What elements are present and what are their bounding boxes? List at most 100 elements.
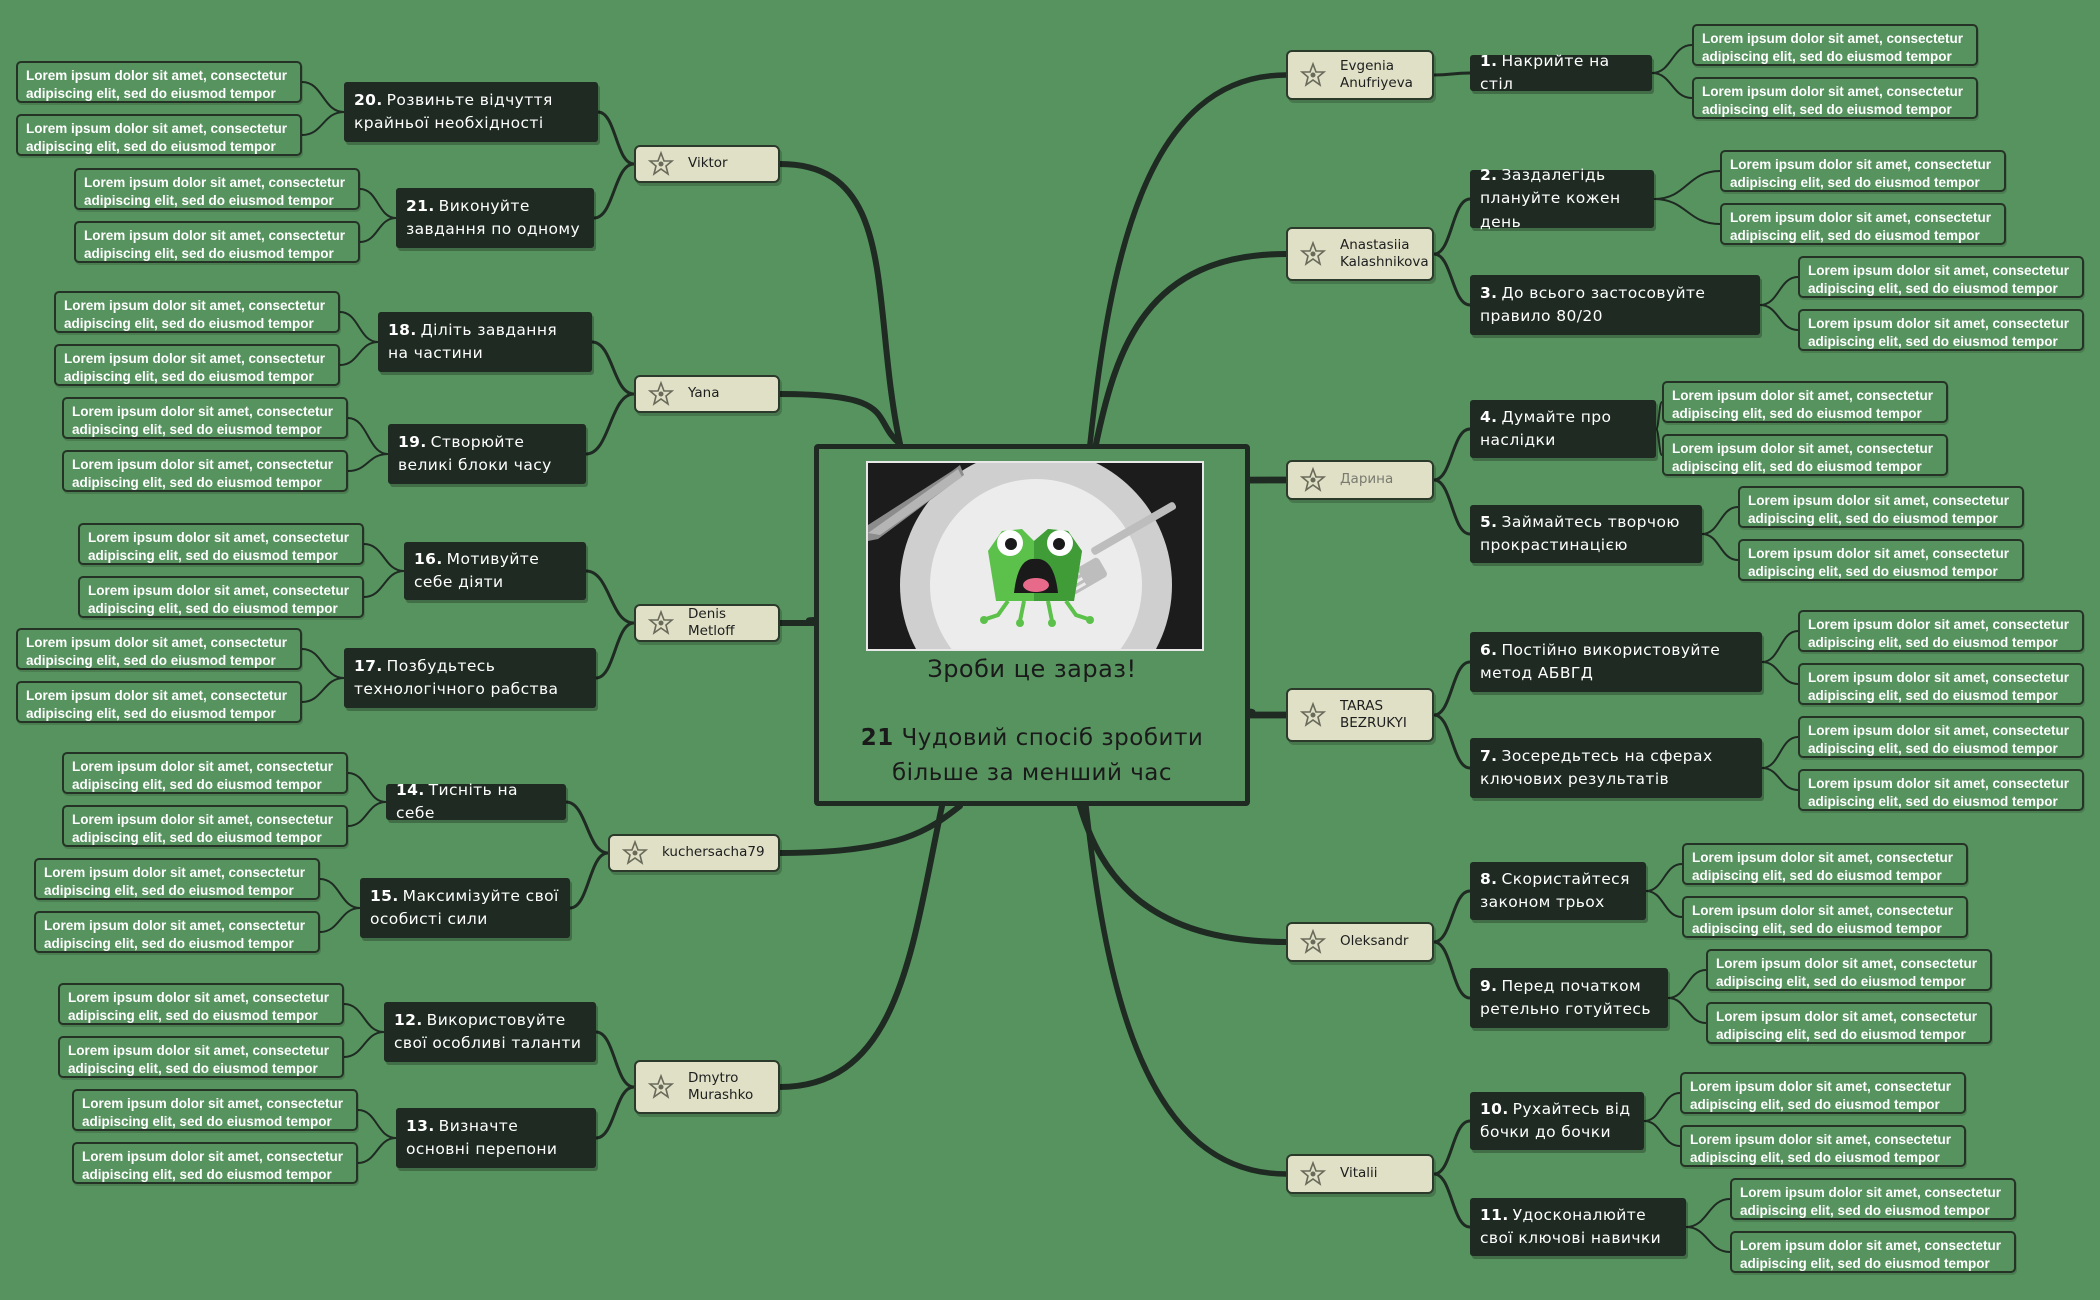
- tip-node[interactable]: 14.Тисніть на себе: [386, 781, 566, 822]
- tip-text: Розвиньте відчуття крайньої необхідності: [354, 90, 553, 132]
- tip-number: 6.: [1480, 640, 1498, 659]
- tip-node[interactable]: 11.Удосконалюйте свої ключові навички: [1470, 1198, 1686, 1256]
- person-node[interactable]: TARAS BEZRUKYI: [1286, 688, 1434, 742]
- connector-line: [1643, 1120, 1681, 1147]
- connector-line: [592, 162, 636, 220]
- connector-line: [590, 340, 636, 396]
- tip-node[interactable]: 17.Позбудьтесь технологічного рабства: [344, 648, 596, 708]
- tip-node[interactable]: 3.До всього застосовуйте правило 80/20: [1470, 275, 1760, 335]
- tip-text: Займайтесь творчою прокрастинацією: [1480, 512, 1680, 554]
- tip-node[interactable]: 18.Діліть завдання на частини: [378, 312, 592, 372]
- tip-node[interactable]: 15.Максимізуйте свої особисті сили: [360, 878, 570, 938]
- connector-line: [319, 907, 361, 933]
- person-node[interactable]: Vitalii: [1286, 1154, 1434, 1194]
- star-icon: [647, 150, 675, 177]
- tip-label: 3.До всього застосовуйте правило 80/20: [1480, 282, 1750, 329]
- tip-node[interactable]: 12.Використовуйте свої особливі таланти: [384, 1002, 596, 1062]
- connector-line: [777, 803, 963, 856]
- person-node[interactable]: Yana: [634, 375, 780, 413]
- person-node[interactable]: Oleksandr: [1286, 922, 1434, 962]
- tip-node[interactable]: 8.Скористайтеся законом трьох: [1470, 862, 1646, 920]
- star-icon: [1299, 701, 1327, 728]
- connector-line: [1685, 1198, 1731, 1228]
- connector-line: [359, 188, 397, 219]
- person-node[interactable]: Dmytro Murashko: [634, 1060, 780, 1114]
- connector-line: [1761, 630, 1799, 663]
- tip-label: 2.Заздалегідь плануйте кожен день: [1480, 164, 1644, 234]
- tip-node[interactable]: 21.Виконуйте завдання по одному: [396, 188, 594, 248]
- tip-node[interactable]: 5.Займайтесь творчою прокрастинацією: [1470, 505, 1702, 563]
- tip-node[interactable]: 19.Створюйте великі блоки часу: [388, 424, 586, 484]
- tip-node[interactable]: 13.Визначте основні перепони: [396, 1108, 596, 1168]
- tip-node[interactable]: 6.Постійно використовуйте метод АБВГД: [1470, 632, 1762, 692]
- central-topic[interactable]: Зроби це зараз! 21 Чудовий спосіб зробит…: [814, 444, 1250, 806]
- connector-line: [594, 621, 636, 680]
- person-node[interactable]: kuchersacha79: [608, 834, 780, 872]
- tip-node[interactable]: 16.Мотивуйте себе діяти: [404, 542, 586, 600]
- person-node[interactable]: Viktor: [634, 145, 780, 183]
- connector-line: [584, 392, 636, 456]
- tip-label: 1.Накрийте на стіл: [1480, 50, 1642, 97]
- person-node[interactable]: Anastasiia Kalashnikova: [1286, 227, 1434, 281]
- person-name: Дарина: [1340, 471, 1394, 488]
- tip-node[interactable]: 2.Заздалегідь плануйте кожен день: [1470, 166, 1654, 231]
- tip-node[interactable]: 7.Зосередьтесь на сферах ключових резуль…: [1470, 738, 1762, 798]
- person-node[interactable]: Denis Metloff: [634, 604, 780, 642]
- tip-number: 5.: [1480, 512, 1498, 531]
- tip-node[interactable]: 1.Накрийте на стіл: [1470, 52, 1652, 93]
- tip-node[interactable]: 9.Перед початком ретельно готуйтесь: [1470, 968, 1668, 1028]
- connector-line: [319, 878, 361, 909]
- tip-number: 21.: [406, 196, 435, 215]
- star-icon: [1299, 61, 1327, 88]
- tip-number: 1.: [1480, 51, 1498, 70]
- tip-label: 13.Визначте основні перепони: [406, 1115, 586, 1162]
- tip-node[interactable]: 10.Рухайтесь від бочки до бочки: [1470, 1092, 1644, 1150]
- tip-node[interactable]: 4.Думайте про наслідки: [1470, 400, 1656, 458]
- tip-node[interactable]: 20.Розвиньте відчуття крайньої необхідно…: [344, 82, 598, 142]
- person-node[interactable]: Evgenia Anufriyeva: [1286, 50, 1434, 100]
- person-node[interactable]: Дарина: [1286, 460, 1434, 500]
